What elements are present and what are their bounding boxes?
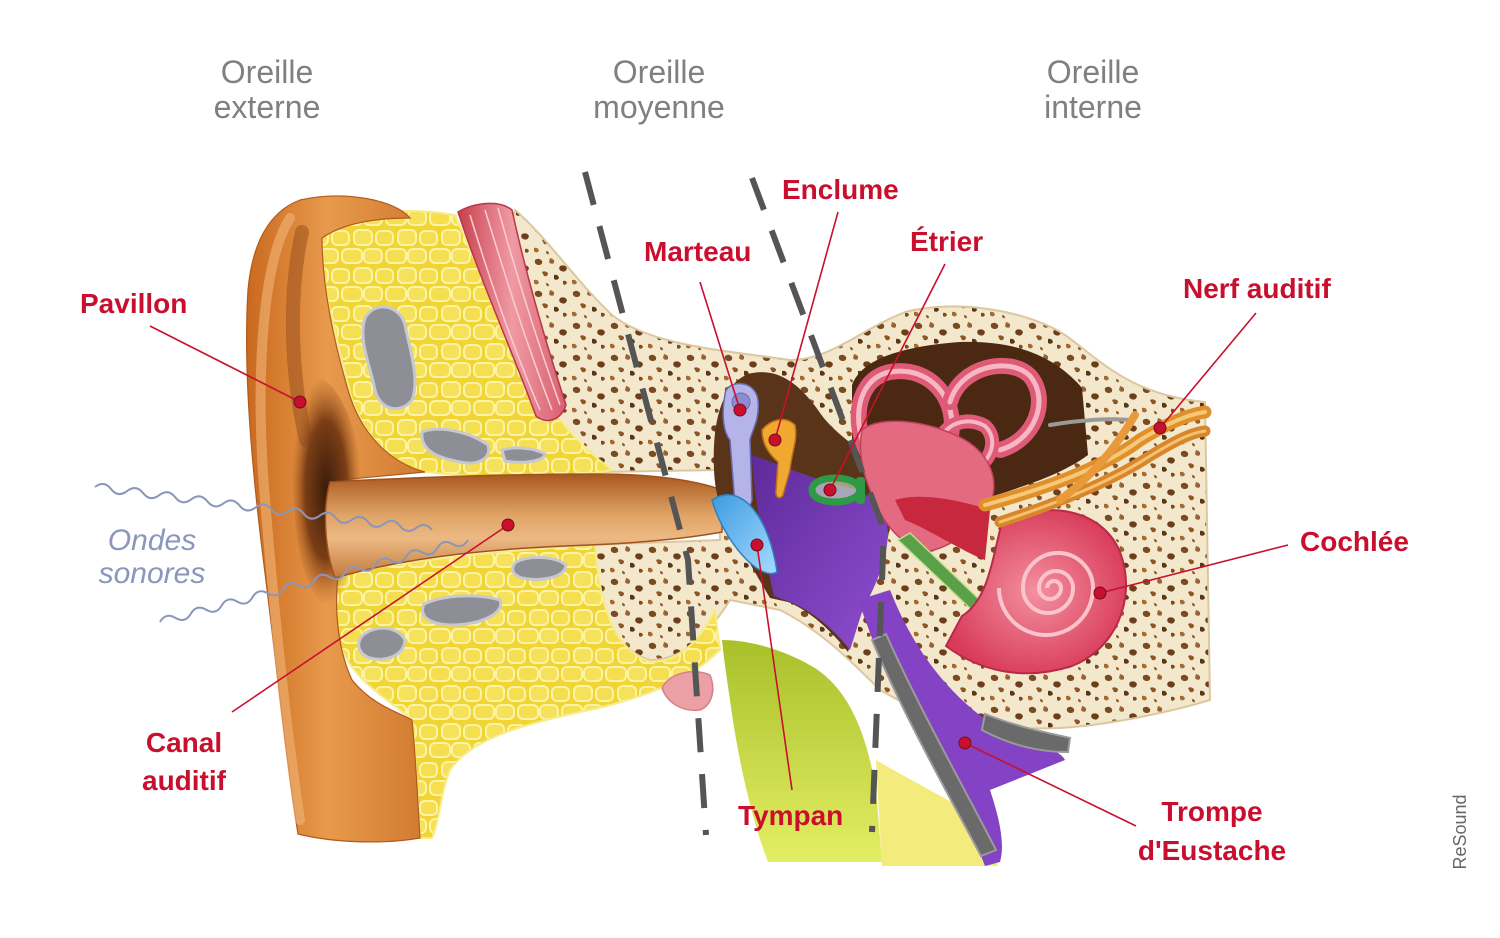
label-trompe-line1: Trompe bbox=[1161, 796, 1262, 827]
header-outer-line1: Oreille bbox=[221, 54, 313, 90]
leader-pavillon bbox=[149, 325, 301, 403]
label-canal-line2: auditif bbox=[142, 765, 227, 796]
label-trompe-line2: d'Eustache bbox=[1138, 835, 1286, 866]
dot-marteau bbox=[733, 403, 747, 417]
ear-canal bbox=[324, 473, 723, 579]
leader-canal bbox=[231, 524, 509, 713]
malleus-bone bbox=[722, 382, 760, 510]
leader-marteau bbox=[699, 281, 741, 411]
dot-tympan bbox=[750, 538, 764, 552]
waves-label-line1: Ondes bbox=[108, 524, 196, 557]
leader-trompe bbox=[964, 742, 1137, 827]
label-pavillon: Pavillon bbox=[80, 288, 187, 319]
label-etrier: Étrier bbox=[910, 226, 983, 257]
header-middle-line1: Oreille bbox=[613, 54, 705, 90]
muscle bbox=[457, 202, 567, 422]
label-marteau: Marteau bbox=[644, 236, 751, 267]
eustachian-tube bbox=[858, 590, 1072, 866]
tympanic-membrane bbox=[711, 494, 778, 575]
part-labels: Pavillon Canal auditif Marteau Enclume É… bbox=[80, 174, 1409, 866]
dot-etrier bbox=[823, 483, 837, 497]
cochlea-shape bbox=[944, 509, 1128, 675]
dot-cochlee bbox=[1093, 586, 1107, 600]
leader-nerf bbox=[1159, 312, 1257, 429]
leader-cochlee bbox=[1099, 544, 1289, 594]
sound-wave-upper bbox=[94, 483, 433, 532]
leader-lines bbox=[149, 211, 1289, 827]
tympanic-cavity bbox=[752, 455, 888, 650]
dot-enclume bbox=[768, 433, 782, 447]
header-inner-line1: Oreille bbox=[1047, 54, 1139, 90]
dot-pavillon bbox=[293, 395, 307, 409]
waves-label-line2: sonores bbox=[99, 557, 206, 590]
leader-tympan bbox=[756, 544, 793, 791]
header-inner-line2: interne bbox=[1044, 89, 1142, 125]
label-tympan: Tympan bbox=[738, 800, 843, 831]
label-nerf: Nerf auditif bbox=[1183, 273, 1331, 304]
label-dots bbox=[293, 395, 1167, 750]
header-middle-line2: moyenne bbox=[593, 89, 725, 125]
label-cochlee: Cochlée bbox=[1300, 526, 1409, 557]
header-outer-line2: externe bbox=[214, 89, 321, 125]
pharyngeal-tissue bbox=[722, 640, 882, 862]
dot-trompe bbox=[958, 736, 972, 750]
middle-inner-divider bbox=[749, 176, 888, 833]
tissue-blob bbox=[661, 671, 714, 712]
outer-middle-divider bbox=[582, 171, 709, 836]
auditory-nerve bbox=[978, 405, 1212, 528]
brand-watermark: ReSound bbox=[1450, 794, 1470, 869]
leader-etrier bbox=[829, 263, 946, 491]
cartilage-blobs bbox=[357, 305, 568, 661]
leader-enclume bbox=[774, 211, 839, 441]
stapes-bone bbox=[808, 474, 865, 506]
dot-canal bbox=[501, 518, 515, 532]
label-enclume: Enclume bbox=[782, 174, 899, 205]
label-canal-line1: Canal bbox=[146, 727, 222, 758]
sound-wave-lower bbox=[159, 539, 469, 623]
section-headers: Oreille externe Oreille moyenne Oreille … bbox=[214, 54, 1142, 125]
vestibule-inner bbox=[895, 496, 990, 560]
lower-soft-tissue bbox=[876, 760, 998, 866]
dot-nerf bbox=[1153, 421, 1167, 435]
